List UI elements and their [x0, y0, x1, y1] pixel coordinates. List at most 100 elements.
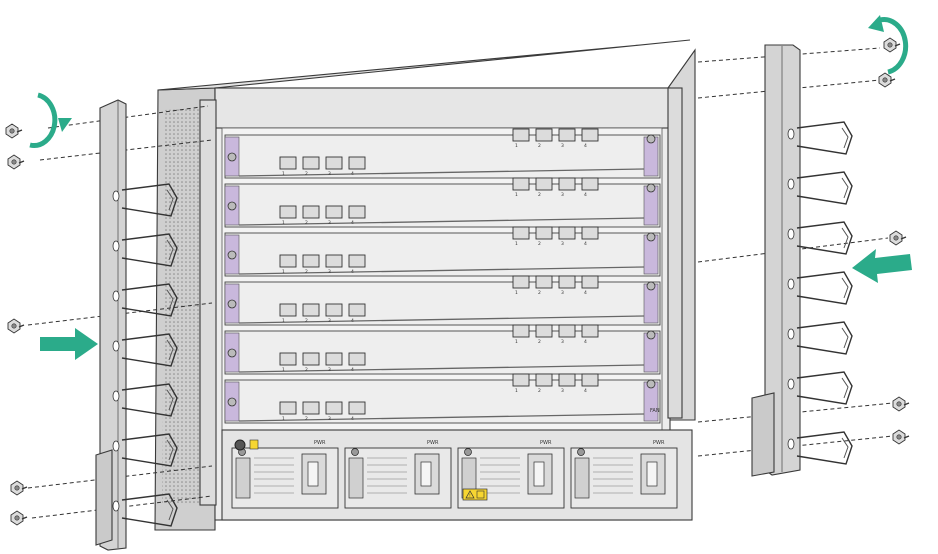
- cable-handle: [787, 171, 853, 205]
- port-number: 4: [584, 290, 587, 296]
- sfp-port: [279, 352, 297, 366]
- screw-thread: [900, 236, 907, 240]
- port-number: 1: [515, 192, 518, 198]
- power-handle: [235, 457, 251, 499]
- port-number: 1: [515, 143, 518, 149]
- sfp-port: [512, 177, 530, 191]
- chassis-left-ear: [199, 99, 217, 506]
- port-number: 2: [538, 290, 541, 296]
- port-number: 2: [538, 143, 541, 149]
- sfp-port: [512, 226, 530, 240]
- svg-text:!: !: [469, 493, 471, 499]
- port-number: 4: [584, 388, 587, 394]
- port-number: 2: [305, 416, 308, 422]
- port-number: 2: [305, 367, 308, 373]
- screw-thread: [903, 402, 910, 406]
- bracket-hole: [787, 178, 795, 190]
- sfp-port: [302, 303, 320, 317]
- cable-handle-inner: [841, 437, 849, 459]
- cable-handle: [112, 493, 178, 527]
- card-ejector: [238, 364, 645, 373]
- cable-handle: [112, 433, 178, 467]
- sfp-port: [512, 275, 530, 289]
- cable-handle: [112, 283, 178, 317]
- sfp-port: [325, 303, 343, 317]
- card-panel: [224, 183, 661, 228]
- card-ejector: [238, 315, 645, 324]
- port-number: 1: [515, 339, 518, 345]
- sfp-port: [581, 324, 599, 338]
- screw-center: [882, 77, 888, 83]
- cable-handle-frame: [121, 283, 178, 317]
- port-number: 2: [538, 192, 541, 198]
- port-number: 3: [561, 339, 564, 345]
- screw-thread: [894, 43, 901, 47]
- port-number: 3: [328, 220, 331, 226]
- card-panel: [224, 379, 661, 424]
- screw-center: [11, 159, 17, 165]
- cable-handle-inner: [841, 127, 849, 149]
- power-inlet: [420, 461, 432, 487]
- cable-handle-frame: [121, 183, 178, 217]
- sfp-port: [348, 303, 366, 317]
- port-number: 3: [561, 290, 564, 296]
- cable-handle: [787, 321, 853, 355]
- port-number: 3: [328, 318, 331, 324]
- warning-icon: !: [462, 488, 488, 501]
- fan-label: FAN: [650, 408, 660, 414]
- screw-center: [887, 42, 893, 48]
- port-number: 4: [351, 171, 354, 177]
- ground-screw-icon: [234, 439, 246, 451]
- screw-icon: [878, 72, 896, 88]
- power-module-label: PWR: [653, 440, 665, 446]
- power-module-label: PWR: [314, 440, 326, 446]
- cable-handle-inner: [841, 377, 849, 399]
- power-inlet: [533, 461, 545, 487]
- card-ejector: [238, 266, 645, 275]
- port-number: 2: [538, 339, 541, 345]
- port-number: 2: [538, 241, 541, 247]
- cable-handle: [787, 271, 853, 305]
- port-number: 1: [282, 318, 285, 324]
- screw-thread: [889, 78, 896, 82]
- screw-center: [893, 235, 899, 241]
- bracket-hole: [787, 228, 795, 240]
- power-module: PWR: [231, 440, 339, 509]
- bracket-hole: [112, 440, 120, 452]
- port-number: 1: [282, 269, 285, 275]
- screw-thread: [21, 516, 28, 520]
- screw-thread: [903, 435, 910, 439]
- cable-handle-inner: [841, 177, 849, 199]
- cable-handle-frame: [121, 383, 178, 417]
- cable-handle-frame: [796, 171, 853, 205]
- port-number: 1: [515, 241, 518, 247]
- port-number: 3: [328, 416, 331, 422]
- sfp-port: [348, 156, 366, 170]
- power-screw-icon: [351, 448, 359, 456]
- cable-handle: [787, 371, 853, 405]
- sfp-port: [302, 352, 320, 366]
- screw-center: [896, 401, 902, 407]
- sfp-port: [279, 205, 297, 219]
- sfp-port: [302, 205, 320, 219]
- port-number: 3: [561, 143, 564, 149]
- screw-icon: [892, 396, 910, 412]
- screw-icon: [7, 318, 25, 334]
- sfp-port: [325, 156, 343, 170]
- port-number: 4: [351, 318, 354, 324]
- sfp-port: [558, 373, 576, 387]
- sfp-port: [535, 275, 553, 289]
- cable-handle-inner: [166, 499, 174, 521]
- sfp-port: [279, 254, 297, 268]
- sfp-port: [535, 226, 553, 240]
- cable-handle: [112, 383, 178, 417]
- cable-handle-frame: [796, 321, 853, 355]
- cable-handle-inner: [166, 189, 174, 211]
- screw-center: [896, 434, 902, 440]
- bracket-hole: [112, 500, 120, 512]
- port-number: 3: [561, 241, 564, 247]
- card-panel: [224, 134, 661, 179]
- screw-icon: [883, 37, 901, 53]
